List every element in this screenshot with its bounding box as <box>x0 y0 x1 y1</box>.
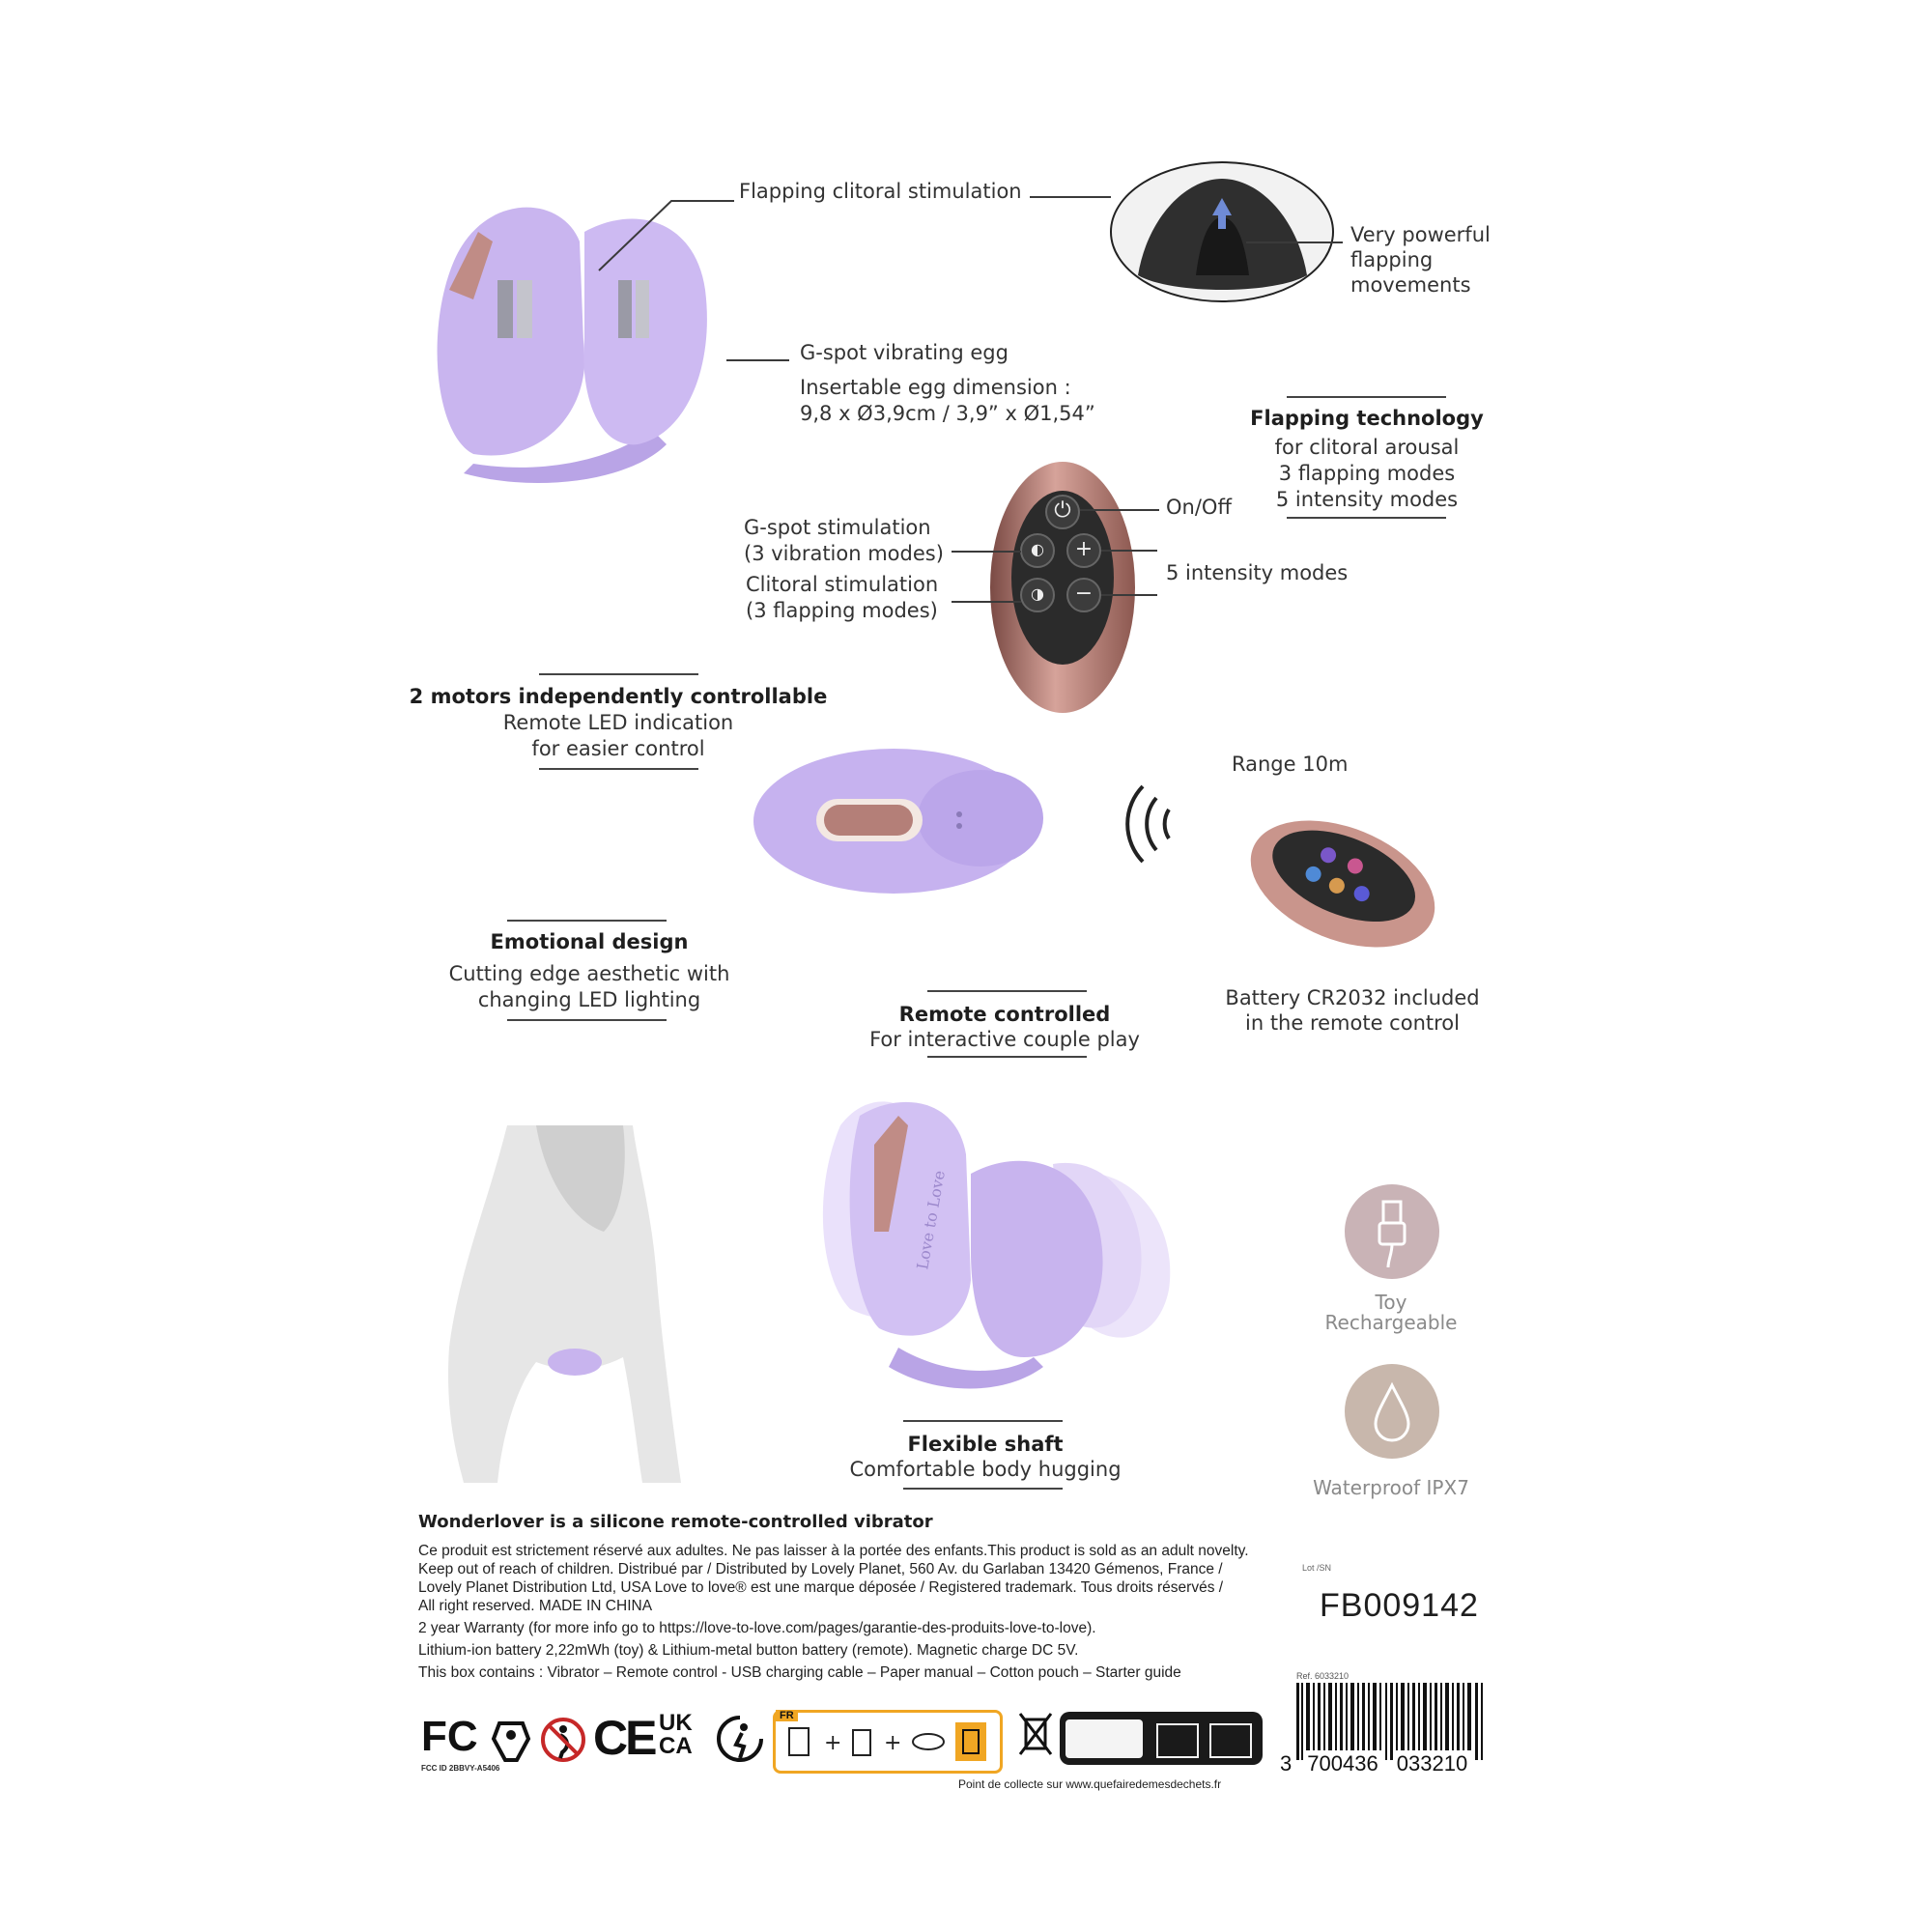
product-top-image <box>437 207 707 483</box>
intensity-label: 5 intensity modes <box>1166 561 1349 584</box>
clitoral-mode-button-icon: ◑ <box>1020 578 1055 612</box>
rule <box>507 1019 667 1021</box>
power-button-icon: ⏻ <box>1045 495 1080 529</box>
leader-onoff <box>1080 509 1159 511</box>
recycle-person-icon <box>717 1716 763 1762</box>
remote-tilted-image <box>1250 820 1435 948</box>
rule <box>539 768 698 770</box>
leader-powerful <box>1246 242 1343 243</box>
legal-text: Ce produit est strictement réservé aux a… <box>418 1543 1249 1681</box>
ean-right: 033210 <box>1396 1751 1468 1776</box>
plus-button-icon: + <box>1066 533 1101 568</box>
leader-clitoral <box>952 601 1021 603</box>
rule <box>927 1056 1087 1058</box>
flapping-closeup-image <box>1110 161 1334 302</box>
svg-text:+: + <box>824 1731 841 1755</box>
waterproof-caption: Waterproof IPX7 <box>1313 1476 1469 1499</box>
rule <box>903 1420 1063 1422</box>
egg-dimension-label: Insertable egg dimension :9,8 x Ø3,9cm /… <box>800 376 1095 425</box>
rule <box>1287 517 1446 519</box>
lot-label: Lot /SN <box>1302 1563 1332 1573</box>
no-pregnant-icon <box>541 1718 585 1762</box>
emotional-title: Emotional design <box>490 930 689 953</box>
sorting-info-box: FR + + <box>773 1710 1003 1774</box>
ref-label: Ref. 6033210 <box>1296 1671 1350 1681</box>
wireless-signal-icon <box>1125 784 1171 864</box>
on-off-label: On/Off <box>1166 496 1232 519</box>
sorting-icons: + + <box>788 1722 986 1761</box>
minus-button-icon: − <box>1066 578 1101 612</box>
adult-only-icon <box>491 1721 531 1762</box>
motors-title: 2 motors independently controllable <box>409 685 828 708</box>
clitoral-stimulation-label: Clitoral stimulation(3 flapping modes) <box>746 573 939 622</box>
leader-flapping <box>598 200 734 271</box>
collection-point-text: Point de collecte sur www.quefairedemesd… <box>958 1777 1222 1791</box>
flapping-tech-title: Flapping technology <box>1250 407 1484 430</box>
rule <box>927 990 1087 992</box>
remote-controlled-line: For interactive couple play <box>869 1028 1140 1051</box>
legal-title: Wonderlover is a silicone remote-control… <box>418 1512 933 1532</box>
collection-point-pictogram <box>1060 1712 1263 1765</box>
ean-left: 3 <box>1280 1751 1293 1776</box>
fc-logo: FC <box>421 1713 478 1760</box>
flexible-title: Flexible shaft <box>907 1433 1064 1456</box>
crossed-bin-icon <box>1018 1713 1053 1755</box>
fcc-id: FCC ID 2BBVY-A5406 <box>421 1764 500 1773</box>
range-label: Range 10m <box>1232 753 1349 776</box>
fr-badge: FR <box>776 1710 798 1721</box>
barcode-image <box>1296 1683 1483 1760</box>
rule <box>903 1488 1063 1490</box>
usb-plug-icon <box>1345 1184 1439 1279</box>
rule <box>507 920 667 922</box>
rule <box>1287 396 1446 398</box>
gspot-mode-button-icon: ◐ <box>1020 533 1055 568</box>
remote-controlled-title: Remote controlled <box>898 1003 1111 1026</box>
product-motion-image: Love to Love <box>822 1101 1171 1389</box>
leader-gspot <box>952 551 1021 553</box>
ce-logo: CE <box>593 1711 657 1765</box>
leader-intensity-plus <box>1101 550 1157 552</box>
leader-intensity-minus <box>1101 594 1157 596</box>
svg-text:+: + <box>884 1731 901 1755</box>
lot-number: FB009142 <box>1320 1587 1479 1624</box>
leader-gspot-egg <box>726 359 789 361</box>
rule <box>539 673 698 675</box>
flexible-line: Comfortable body hugging <box>849 1458 1122 1481</box>
gspot-stimulation-label: G-spot stimulation(3 vibration modes) <box>744 516 944 565</box>
leader-to-closeup <box>1030 196 1111 198</box>
body-silhouette-image <box>447 1125 681 1483</box>
ean-mid: 700436 <box>1307 1751 1378 1776</box>
product-side-image <box>753 749 1043 894</box>
flapping-clitoral-label: Flapping clitoral stimulation <box>739 180 1022 203</box>
gspot-egg-label: G-spot vibrating egg <box>800 341 1009 364</box>
water-drop-icon <box>1345 1364 1439 1459</box>
